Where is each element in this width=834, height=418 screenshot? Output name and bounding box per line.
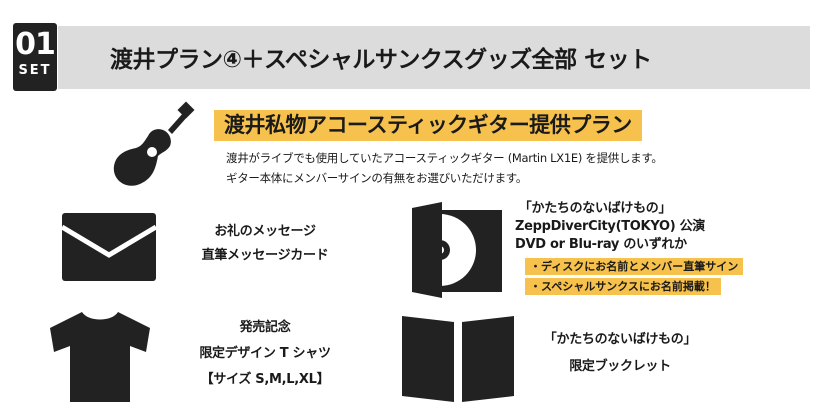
message-line-2: 直筆メッセージカード bbox=[201, 248, 329, 263]
dvd-tag-special-thanks: ・スペシャルサンクスにお名前掲載！ bbox=[525, 278, 721, 295]
tshirt-line-3: 【サイズ S,M,L,XL】 bbox=[200, 372, 330, 387]
tshirt-line-1: 発売記念 bbox=[239, 320, 291, 335]
set-badge: 01 SET bbox=[13, 23, 57, 91]
page-title: 渡井プラン④＋スペシャルサンクスグッズ全部 セット bbox=[110, 47, 652, 73]
dvd-tag-signature: ・ディスクにお名前とメンバー直筆サイン bbox=[525, 258, 744, 275]
message-text: お礼のメッセージ 直筆メッセージカード bbox=[185, 220, 345, 268]
tshirt-icon bbox=[50, 312, 150, 402]
booklet-icon bbox=[402, 316, 514, 402]
tshirt-text: 発売記念 限定デザイン T シャツ 【サイズ S,M,L,XL】 bbox=[185, 315, 345, 393]
guitar-icon bbox=[113, 101, 195, 186]
dvd-text: 「かたちのないばけもの」 ZeppDiverCity(TOKYO) 公演 DVD… bbox=[515, 200, 705, 254]
dvd-line-3: DVD or Blu-ray のいずれか bbox=[515, 237, 687, 252]
dvd-line-1: 「かたちのないばけもの」 bbox=[518, 201, 672, 216]
guitar-plan-heading: 渡井私物アコースティックギター提供プラン bbox=[214, 110, 642, 141]
badge-number: 01 bbox=[15, 27, 56, 62]
message-line-1: お礼のメッセージ bbox=[214, 224, 316, 239]
guitar-desc-2: ギター本体にメンバーサインの有無をお選びいただけます。 bbox=[226, 171, 528, 185]
booklet-line-1: 「かたちのないばけもの」 bbox=[543, 332, 697, 347]
booklet-line-2: 限定ブックレット bbox=[569, 359, 671, 374]
envelope-icon bbox=[62, 213, 156, 281]
guitar-desc-1: 渡井がライブでも使用していたアコースティックギター (Martin LX1E) … bbox=[226, 151, 663, 165]
dvd-line-2: ZeppDiverCity(TOKYO) 公演 bbox=[515, 219, 705, 234]
booklet-text: 「かたちのないばけもの」 限定ブックレット bbox=[540, 326, 700, 380]
tshirt-line-2: 限定デザイン T シャツ bbox=[199, 346, 331, 361]
header-bar bbox=[58, 26, 810, 89]
badge-label: SET bbox=[18, 63, 52, 78]
disc-case-icon bbox=[412, 202, 502, 298]
